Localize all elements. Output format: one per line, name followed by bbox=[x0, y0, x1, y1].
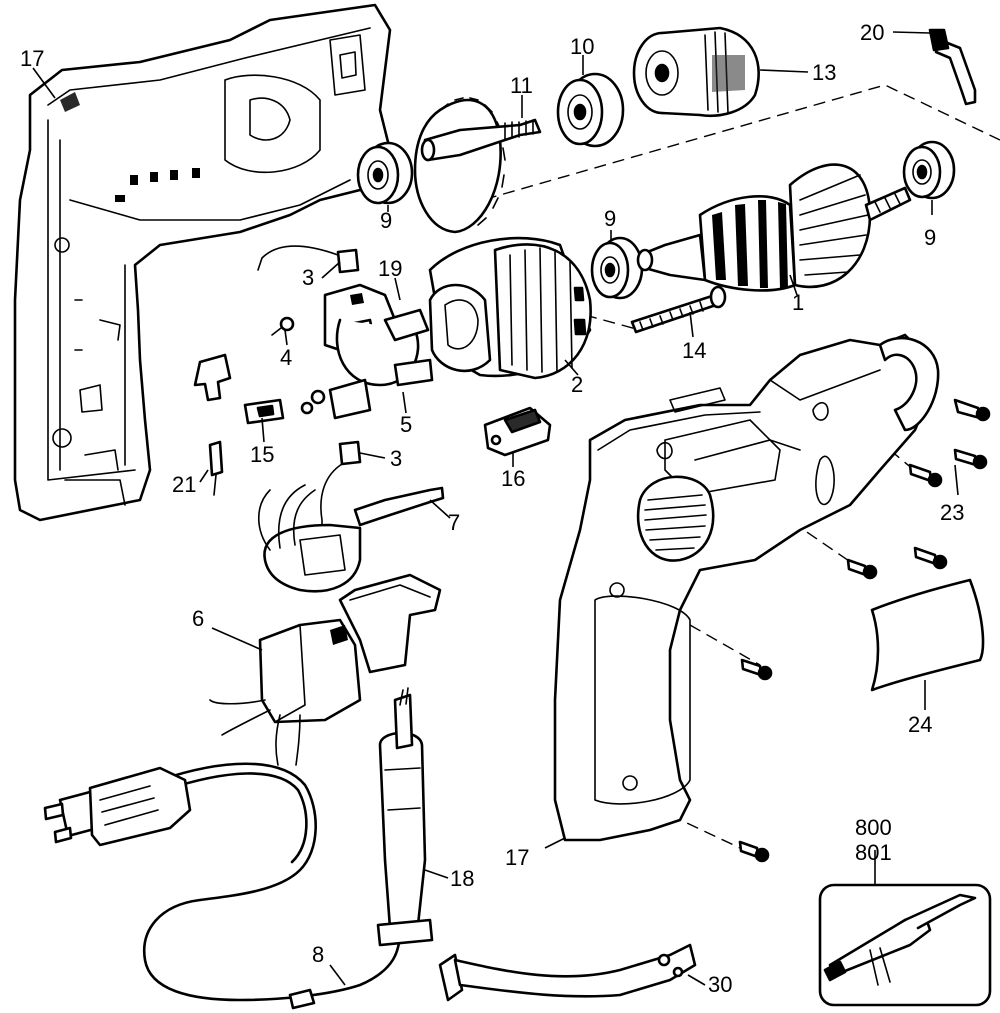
service-kit-box-800-801 bbox=[818, 883, 992, 1007]
callout-9-right: 9 bbox=[924, 225, 936, 250]
power-cord-part-8 bbox=[43, 762, 402, 1010]
ball-bearing-part-9-right bbox=[902, 140, 956, 200]
strain-relief-part-16 bbox=[483, 406, 552, 457]
callout-2: 2 bbox=[571, 372, 583, 397]
ball-bearing-part-10 bbox=[556, 72, 625, 148]
small-spring bbox=[310, 389, 326, 405]
trigger-switch-part-6 bbox=[209, 573, 442, 766]
field-stator-part-2 bbox=[428, 236, 592, 380]
drill-chuck-part-13 bbox=[632, 26, 760, 117]
callout-13: 13 bbox=[812, 60, 836, 85]
spindle-gear-part-11 bbox=[413, 97, 542, 234]
callout-23: 23 bbox=[940, 500, 964, 525]
cord-clamp-part-30 bbox=[438, 943, 697, 1002]
callout-16: 16 bbox=[501, 466, 525, 491]
callout-14: 14 bbox=[682, 338, 706, 363]
cord-protector-part-18 bbox=[376, 687, 434, 947]
callout-1: 1 bbox=[792, 290, 804, 315]
callout-20: 20 bbox=[860, 20, 884, 45]
housing-left-half bbox=[13, 3, 397, 522]
callout-9-left: 9 bbox=[380, 208, 392, 233]
callout-3-upper: 3 bbox=[302, 265, 314, 290]
housing-right-half bbox=[553, 333, 940, 842]
callout-801: 801 bbox=[855, 840, 892, 865]
ball-bearing-part-9-left bbox=[356, 141, 414, 205]
callout-17-bottom: 17 bbox=[505, 845, 529, 870]
callout-19: 19 bbox=[378, 256, 402, 281]
hex-key-part-20 bbox=[928, 28, 977, 106]
terminal-part-15 bbox=[243, 398, 314, 425]
housing-screws-part-23 bbox=[738, 398, 991, 863]
callout-8: 8 bbox=[312, 942, 324, 967]
callout-21: 21 bbox=[172, 472, 196, 497]
carbon-brush-part-3-upper bbox=[257, 245, 360, 274]
callout-17-top: 17 bbox=[20, 46, 44, 71]
callout-24: 24 bbox=[908, 712, 932, 737]
ball-bearing-part-9-mid bbox=[590, 236, 644, 300]
brush-clip bbox=[193, 353, 232, 402]
callout-10: 10 bbox=[570, 34, 594, 59]
callout-11: 11 bbox=[510, 73, 533, 98]
callout-30: 30 bbox=[708, 972, 732, 997]
callout-7: 7 bbox=[448, 510, 460, 535]
callout-6: 6 bbox=[192, 606, 204, 631]
callout-15: 15 bbox=[250, 442, 274, 467]
callout-numbers: 17 20 10 13 11 9 9 9 3 19 1 4 14 2 5 15 … bbox=[20, 20, 964, 997]
leader-lines bbox=[32, 31, 959, 986]
callout-3-lower: 3 bbox=[390, 446, 402, 471]
callout-9-mid: 9 bbox=[604, 206, 616, 231]
wire-connector-part-21 bbox=[208, 440, 224, 496]
callout-800: 800 bbox=[855, 815, 892, 840]
armature-part-1 bbox=[636, 163, 912, 292]
switch-bracket-part-7 bbox=[258, 484, 445, 593]
through-bolt-part-14 bbox=[630, 285, 727, 334]
brush-holder-part-5 bbox=[323, 283, 434, 420]
callout-5: 5 bbox=[400, 412, 412, 437]
nameplate-label-part-24 bbox=[870, 578, 985, 692]
carbon-brush-part-3-lower bbox=[320, 440, 362, 551]
brush-spring-part-4 bbox=[271, 316, 295, 336]
callout-4: 4 bbox=[280, 345, 292, 370]
callout-18: 18 bbox=[450, 866, 474, 891]
